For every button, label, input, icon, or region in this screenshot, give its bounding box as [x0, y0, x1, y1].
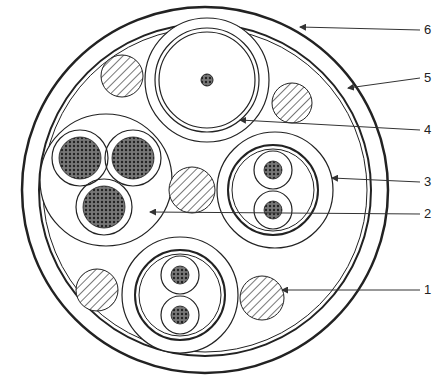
- callout-number: 6: [423, 23, 432, 37]
- callout-number: 5: [423, 71, 432, 85]
- callout-number: 1: [423, 283, 432, 297]
- leader-lines: [150, 27, 420, 290]
- callout-number: 3: [423, 175, 432, 189]
- callout-number: 4: [423, 123, 432, 137]
- callout-number: 2: [423, 207, 432, 221]
